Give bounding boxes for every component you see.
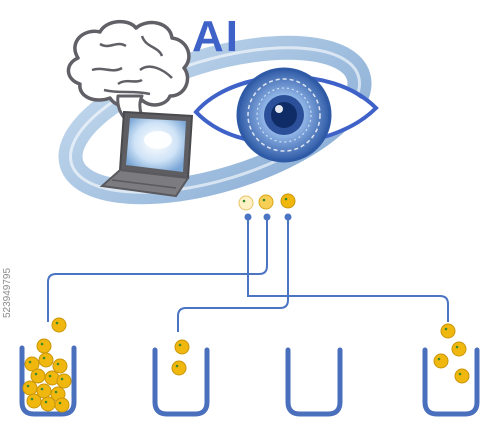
bin-4-balls: [433, 323, 470, 384]
ball-icon: [280, 193, 296, 209]
stock-image-id: 523949795: [2, 267, 13, 318]
ai-title: AI: [192, 12, 240, 61]
input-balls: [238, 193, 296, 211]
bin-2-balls: [171, 339, 190, 376]
bin-4: [422, 323, 480, 417]
laptop-icon: [99, 110, 194, 198]
bin-1: [19, 317, 77, 417]
eye-icon: [193, 67, 379, 163]
orbit-ring: [58, 35, 372, 205]
routing-wires: [47, 213, 449, 332]
brain-icon: [66, 19, 191, 109]
ball-icon: [238, 195, 254, 211]
bin-3: [285, 347, 343, 417]
bin-1-balls: [22, 317, 72, 413]
ball-icon: [258, 194, 274, 210]
bin-2: [152, 339, 210, 417]
